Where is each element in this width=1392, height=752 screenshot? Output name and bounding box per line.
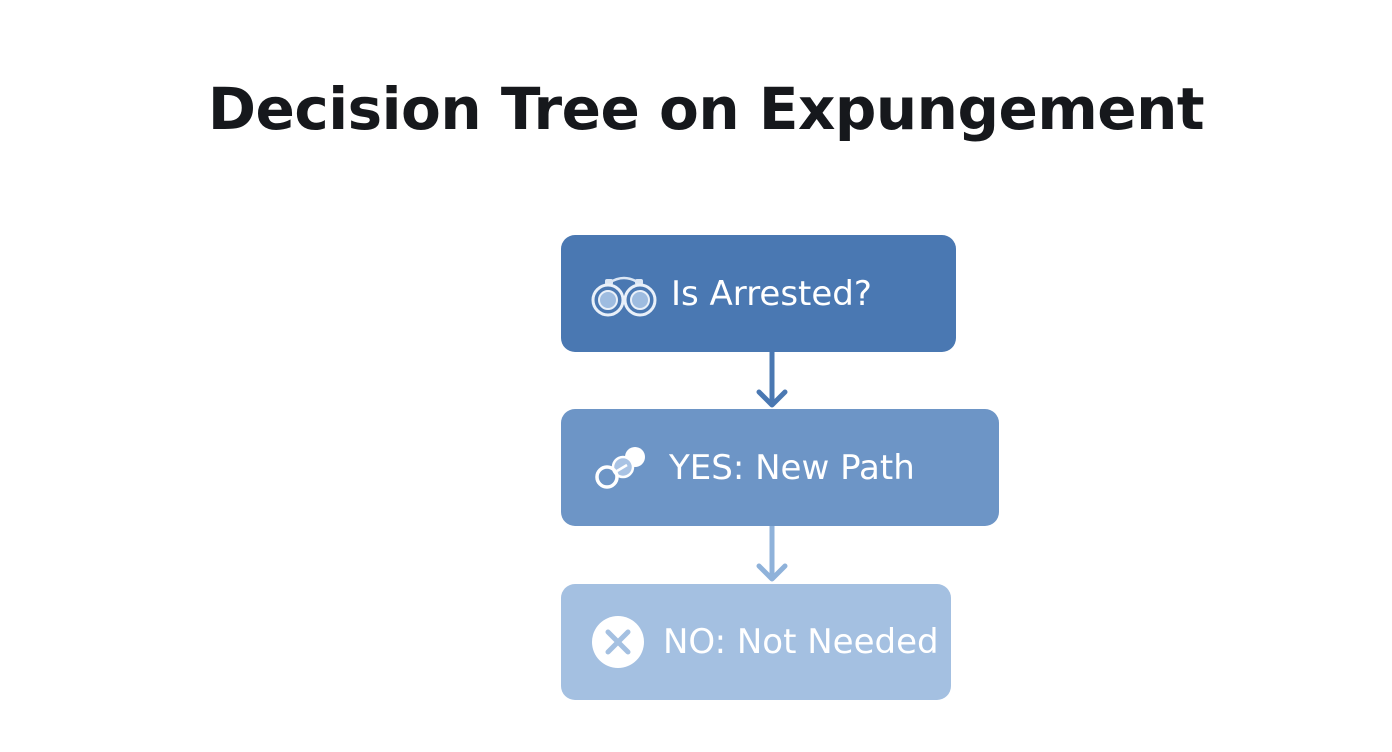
node-label: NO: Not Needed: [663, 622, 939, 662]
arrow-1: [756, 352, 788, 408]
close-circle-icon: [591, 615, 645, 669]
node-yes-new-path: YES: New Path: [561, 409, 999, 526]
node-is-arrested: Is Arrested?: [561, 235, 956, 352]
handcuffs-icon: [591, 269, 657, 319]
node-label: YES: New Path: [669, 447, 915, 488]
node-no-not-needed: NO: Not Needed: [561, 584, 951, 700]
node-label: Is Arrested?: [671, 273, 872, 314]
arrow-2: [756, 526, 788, 582]
path-nodes-icon: [593, 443, 653, 493]
diagram-title: Decision Tree on Expungement: [207, 75, 1205, 143]
